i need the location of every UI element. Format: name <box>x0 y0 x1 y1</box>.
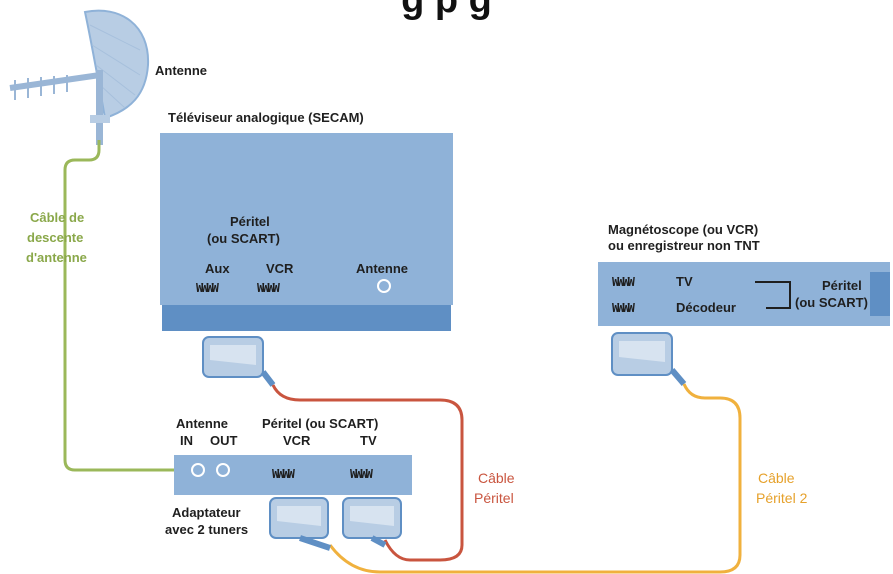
adapter-caption-line1: Adaptateur <box>172 505 241 520</box>
tv-vcr-connector: WWWW <box>257 281 280 295</box>
adapter-tv-label: TV <box>360 433 377 448</box>
antenna-cable <box>63 140 198 472</box>
vcr-scart-plug <box>611 332 687 386</box>
adapter-device <box>174 455 412 495</box>
adapter-out-label: OUT <box>210 433 238 448</box>
vcr-decodeur-port-label: Décodeur <box>676 300 736 315</box>
cable-descente-line2: descente <box>27 230 84 245</box>
cable-peritel2-line1: Câble <box>758 470 795 486</box>
vcr-device <box>598 262 890 326</box>
peritel2-cable <box>328 383 742 574</box>
tv-aux-label: Aux <box>205 261 230 276</box>
adapter-vcr-connector: WWWW <box>272 467 295 481</box>
vcr-title-line1: Magnétoscope (ou VCR) <box>608 222 759 237</box>
vcr-title-line2: ou enregistreur non TNT <box>608 238 760 253</box>
vcr-peritel-sub: (ou SCART) <box>795 295 868 310</box>
adapter-vcr-label: VCR <box>283 433 311 448</box>
tv-aux-connector: WWWW <box>196 281 219 295</box>
tv-vcr-label: VCR <box>266 261 294 276</box>
adapter-scart-plug-vcr <box>269 497 331 551</box>
vcr-tv-connector: WWWW <box>612 275 635 289</box>
antenna-label: Antenne <box>155 63 207 78</box>
cable-descente-line3: d'antenne <box>26 250 87 265</box>
tv-antenne-label: Antenne <box>356 261 408 276</box>
vcr-tv-port-label: TV <box>676 274 693 289</box>
adapter-antenne-label: Antenne <box>176 416 228 431</box>
tv-peritel-label: Péritel <box>230 214 270 229</box>
adapter-peritel-header: Péritel (ou SCART) <box>262 416 379 431</box>
vcr-peritel-label: Péritel <box>822 278 862 293</box>
adapter-in-label: IN <box>180 433 193 448</box>
vcr-decodeur-connector: WWWW <box>612 301 635 315</box>
tv-title: Téléviseur analogique (SECAM) <box>168 110 364 125</box>
cable-descente-line1: Câble de <box>30 210 85 225</box>
cable-peritel-line2: Péritel <box>474 490 514 506</box>
tv-scart-plug <box>202 336 276 387</box>
adapter-tv-connector: WWWW <box>350 467 373 481</box>
page-title: g p g <box>401 0 492 21</box>
antenna-icon <box>9 9 150 145</box>
cable-peritel2-line2: Péritel 2 <box>756 490 808 506</box>
tv-peritel-sub: (ou SCART) <box>207 231 280 246</box>
adapter-scart-plug-tv <box>342 497 402 548</box>
tv-device <box>160 133 453 331</box>
peritel-cable <box>271 384 464 562</box>
cable-peritel-line1: Câble <box>478 470 515 486</box>
adapter-caption-line2: avec 2 tuners <box>165 522 249 537</box>
